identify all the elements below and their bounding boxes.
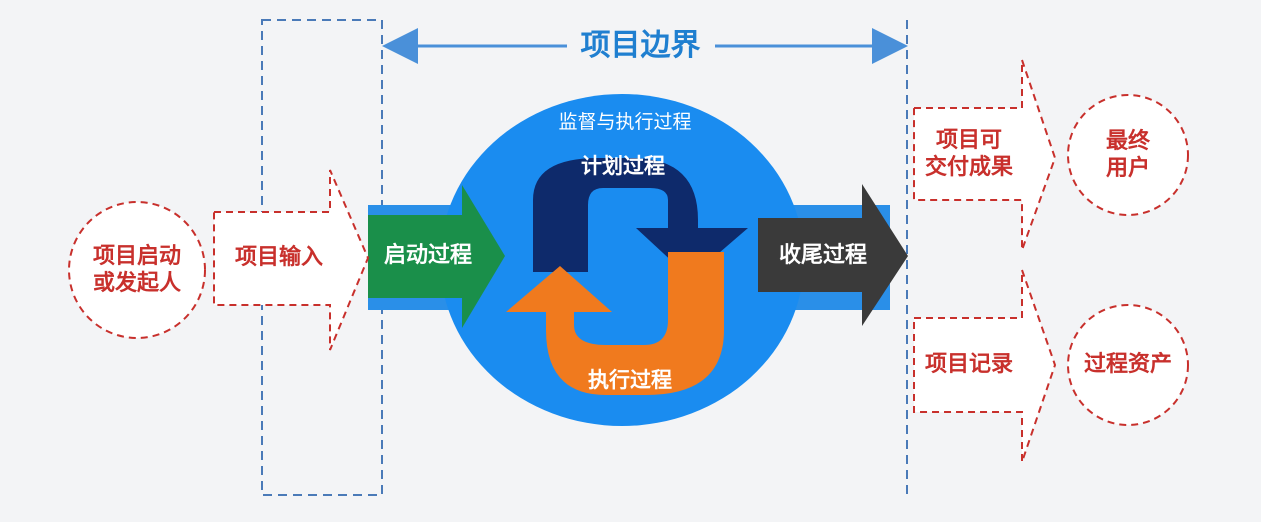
assets-circle <box>1067 304 1189 426</box>
executing-label: 执行过程 <box>588 367 672 392</box>
planning-arrow <box>533 158 748 278</box>
initiating-label: 启动过程 <box>383 243 472 269</box>
records-arrow <box>913 269 1057 463</box>
closing-arrow <box>758 184 908 326</box>
executing-arrow <box>506 252 724 395</box>
assets-label: 过程资产 <box>1083 352 1172 378</box>
monitoring-label: 监督与执行过程 <box>558 111 692 134</box>
deliverables-label: 项目可 交付成果 <box>924 127 1013 181</box>
end-users-circle <box>1067 94 1189 216</box>
inputs-arrow <box>213 169 370 351</box>
end-users-label: 最终 用户 <box>1105 128 1150 182</box>
records-label: 项目记录 <box>924 352 1013 378</box>
initiating-arrow <box>368 185 505 328</box>
closing-label: 收尾过程 <box>778 243 867 269</box>
inputs-label: 项目输入 <box>234 245 323 271</box>
sponsor-circle <box>68 201 206 339</box>
planning-label: 计划过程 <box>581 153 665 178</box>
sponsor-label: 项目启动 或发起人 <box>92 243 181 297</box>
deliverables-arrow <box>913 59 1057 251</box>
